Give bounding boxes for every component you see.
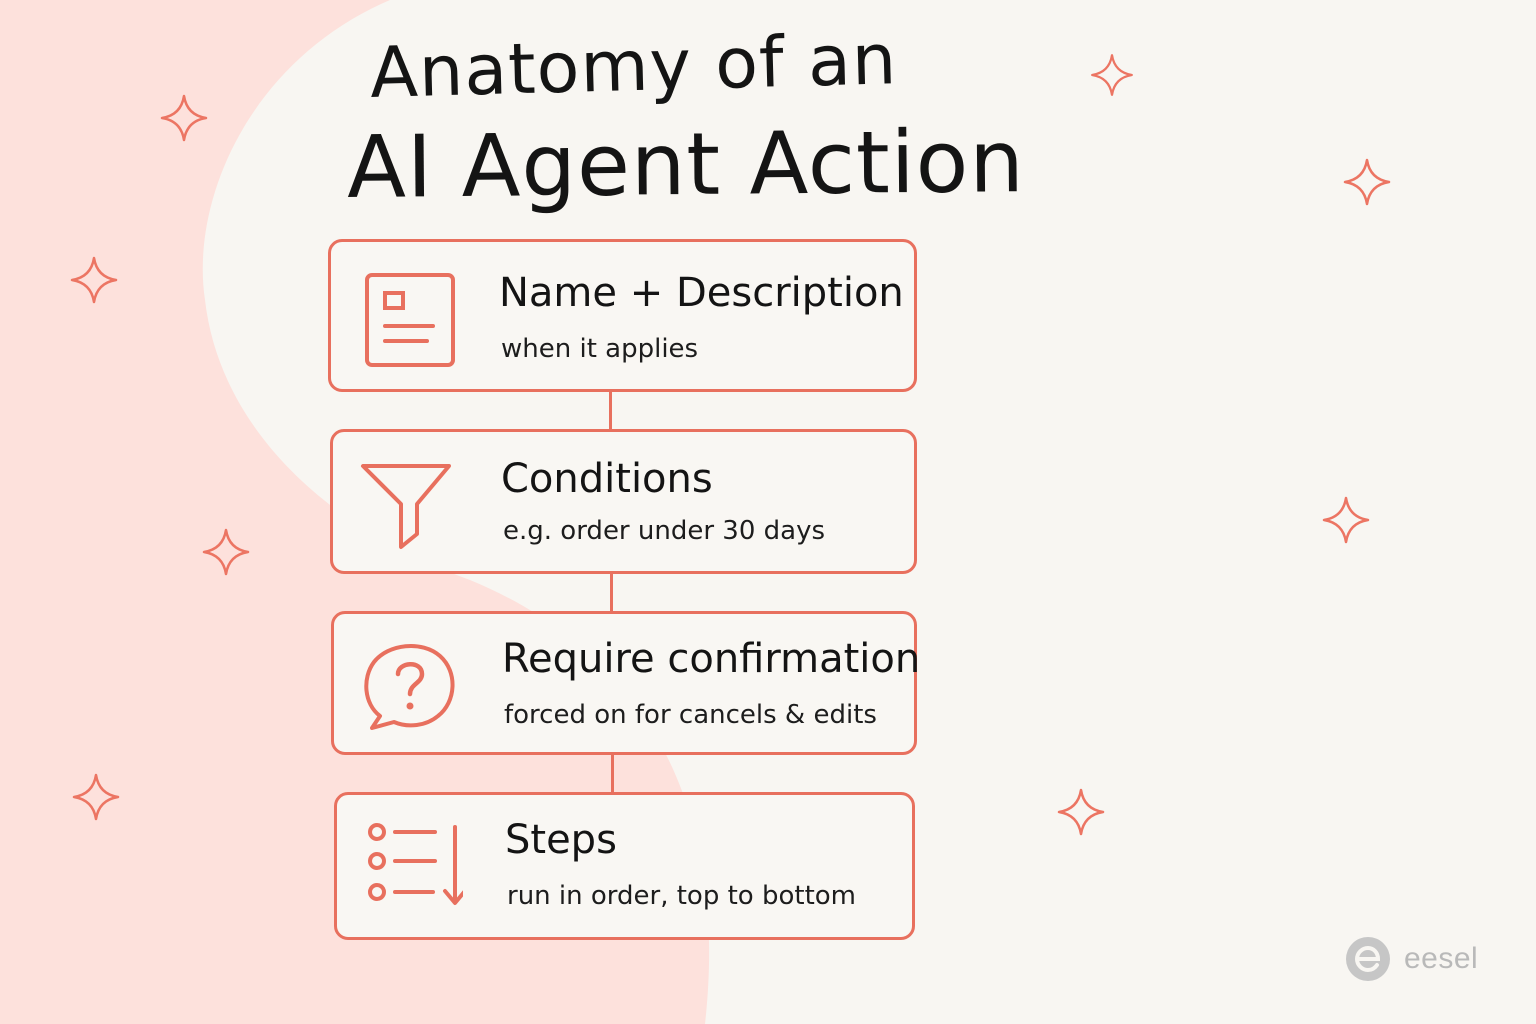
step-title: Require confirmation — [502, 636, 921, 682]
step-title: Steps — [505, 817, 617, 863]
step-card-steps: Steps run in order, top to bottom — [334, 792, 915, 940]
step-title: Conditions — [501, 456, 713, 502]
step-subtitle: forced on for cancels & edits — [504, 700, 877, 730]
eesel-logo-icon — [1346, 937, 1390, 981]
brand-name: eesel — [1404, 942, 1479, 975]
connector-line — [611, 754, 614, 792]
ordered-list-icon — [363, 819, 463, 919]
funnel-icon — [359, 454, 459, 554]
step-card-require-confirmation: Require confirmation forced on for cance… — [331, 611, 921, 755]
title-line-2: AI Agent Action — [346, 112, 1026, 218]
question-bubble-icon — [360, 636, 460, 736]
connector-line — [609, 391, 612, 431]
document-icon — [357, 268, 457, 368]
step-card-conditions: Conditions e.g. order under 30 days — [330, 429, 917, 574]
title-line-1: Anatomy of an — [368, 18, 899, 114]
step-subtitle: run in order, top to bottom — [507, 881, 857, 911]
brand-logo: eesel — [1344, 935, 1478, 983]
step-subtitle: when it applies — [501, 334, 699, 364]
step-subtitle: e.g. order under 30 days — [503, 516, 826, 546]
step-card-name-description: Name + Description when it applies — [328, 239, 917, 392]
step-title: Name + Description — [499, 270, 904, 316]
connector-line — [610, 573, 613, 613]
